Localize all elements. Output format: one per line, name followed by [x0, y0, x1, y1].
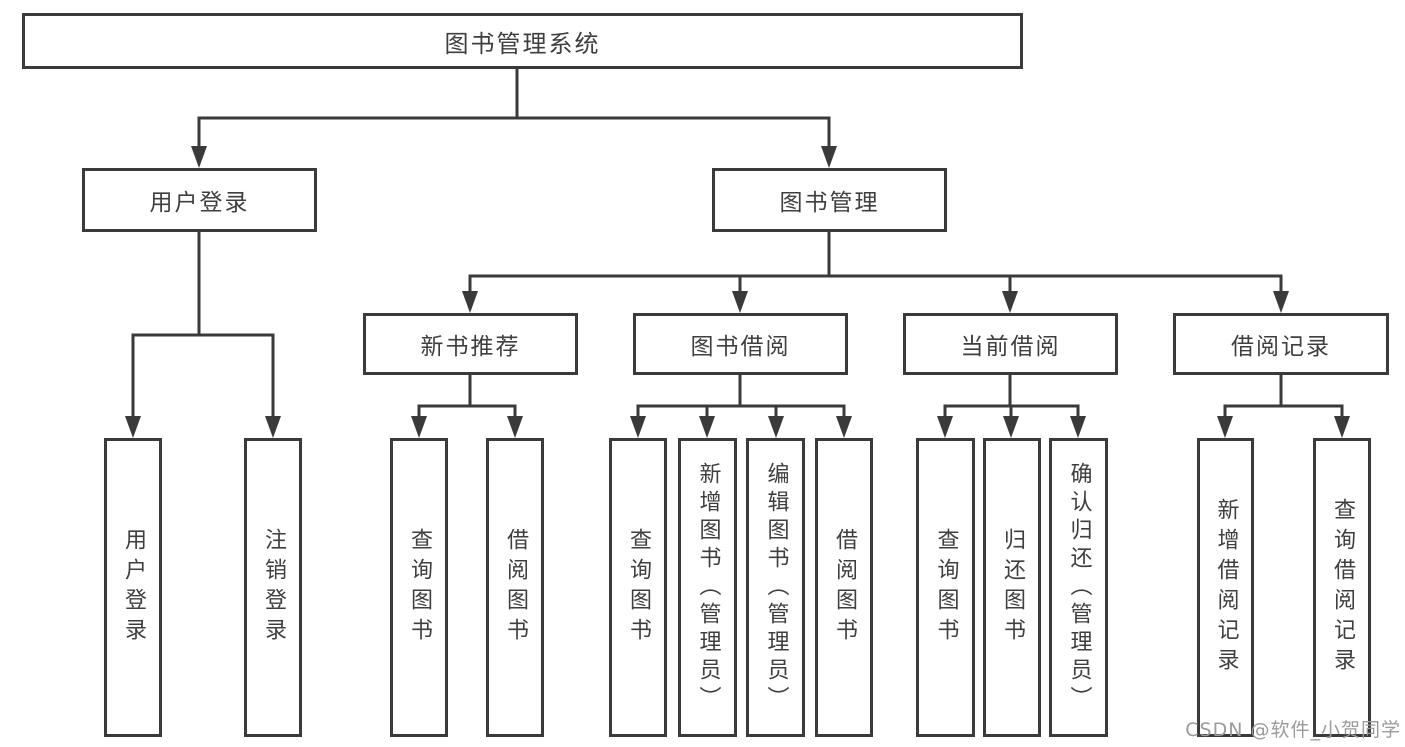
arrowhead — [1003, 416, 1019, 438]
node-label: 注销登录 — [261, 527, 286, 648]
arrowhead — [411, 416, 427, 438]
leaf-borrow-books: 借阅图书 — [815, 438, 873, 737]
leaf-query-books-borrowing: 查询图书 — [609, 438, 667, 737]
node-label: 编辑图书（管理员） — [763, 461, 789, 714]
arrowhead — [836, 416, 852, 438]
arrowhead — [732, 291, 748, 313]
arrowhead — [507, 416, 523, 438]
leaf-return-books: 归还图书 — [983, 438, 1041, 737]
arrowhead — [1070, 416, 1086, 438]
arrowhead — [699, 416, 715, 438]
node-label: 借阅记录 — [1231, 334, 1331, 360]
csdn-watermark: CSDN @软件_小贺同学 — [1185, 719, 1401, 741]
node-label: 查询图书 — [626, 527, 651, 648]
leaf-query-books-recommendation: 查询图书 — [390, 438, 448, 737]
arrowhead — [125, 416, 141, 438]
connector-bookborrow-to-leaves — [636, 375, 846, 422]
arrowhead — [1217, 416, 1233, 438]
node-label: 确认归还（管理员） — [1066, 461, 1092, 714]
node-user-login: 用户登录 — [82, 168, 317, 232]
connector-root-to-level2 — [197, 69, 831, 150]
leaf-borrow-books-recommendation: 借阅图书 — [486, 438, 544, 737]
node-label: 图书借阅 — [690, 334, 791, 360]
node-label: 新增借阅记录 — [1213, 497, 1239, 678]
arrowhead — [462, 291, 478, 313]
arrowhead — [265, 416, 281, 438]
node-label: 用户登录 — [149, 190, 250, 216]
node-book-borrowing: 图书借阅 — [633, 313, 848, 375]
arrowhead — [937, 416, 953, 438]
arrowhead — [768, 416, 784, 438]
node-label: 借阅图书 — [503, 527, 528, 648]
arrowhead — [1273, 291, 1289, 313]
node-label: 当前借阅 — [960, 334, 1061, 360]
leaf-logout: 注销登录 — [244, 438, 302, 737]
node-label: 查询图书 — [933, 527, 959, 648]
node-label: 新书推荐 — [420, 334, 521, 360]
arrowhead — [1002, 291, 1018, 313]
connector-newbookrec-to-leaves — [417, 375, 517, 422]
leaf-add-books-admin: 新增图书（管理员） — [678, 438, 737, 737]
node-label: 查询图书 — [407, 527, 432, 648]
connector-borrowrecords-to-leaves — [1223, 375, 1344, 422]
leaf-add-borrow-record: 新增借阅记录 — [1197, 438, 1254, 737]
leaf-confirm-return-admin: 确认归还（管理员） — [1049, 438, 1108, 737]
leaf-user-login: 用户登录 — [104, 438, 162, 737]
node-current-borrowing: 当前借阅 — [903, 313, 1118, 375]
leaf-query-books-current: 查询图书 — [916, 438, 975, 737]
connector-currentborrow-to-leaves — [943, 375, 1080, 422]
node-new-book-recommendation: 新书推荐 — [363, 313, 578, 375]
node-label: 新增图书（管理员） — [695, 461, 721, 714]
node-borrowing-records: 借阅记录 — [1173, 313, 1389, 375]
leaf-edit-books-admin: 编辑图书（管理员） — [746, 438, 805, 737]
arrowhead — [630, 416, 646, 438]
arrowhead — [821, 146, 837, 168]
node-book-management: 图书管理 — [712, 168, 947, 232]
node-label: 借阅图书 — [832, 527, 857, 648]
arrowhead — [191, 146, 207, 168]
node-library-management-system: 图书管理系统 — [22, 13, 1023, 69]
node-label: 查询借阅记录 — [1330, 497, 1355, 678]
node-label: 归还图书 — [1000, 527, 1025, 648]
connector-bookmgmt-to-level3 — [468, 232, 1283, 295]
node-label: 图书管理 — [779, 190, 880, 216]
connector-userlogin-to-leaves — [131, 232, 275, 420]
leaf-query-borrow-record: 查询借阅记录 — [1313, 438, 1371, 737]
arrowhead — [1334, 416, 1350, 438]
node-label: 用户登录 — [121, 527, 146, 648]
node-label: 图书管理系统 — [444, 29, 601, 58]
